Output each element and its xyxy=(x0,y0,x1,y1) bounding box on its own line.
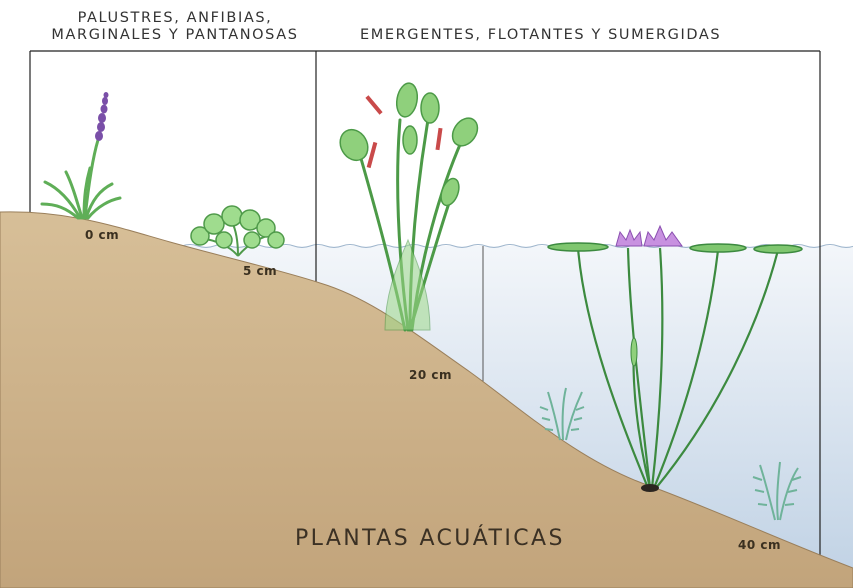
depth-label-0: 0 cm xyxy=(85,228,119,242)
lavender-grass-plant xyxy=(42,92,120,218)
depth-label-40: 40 cm xyxy=(738,538,781,552)
depth-label-20: 20 cm xyxy=(409,368,452,382)
zone-header-marginal-line2: MARGINALES Y PANTANOSAS xyxy=(30,27,320,44)
depth-label-5: 5 cm xyxy=(243,264,277,278)
zone-header-aquatic: EMERGENTES, FLOTANTES Y SUMERGIDAS xyxy=(360,27,721,44)
zone-header-marginal-line1: PALUSTRES, ANFIBIAS, xyxy=(30,10,320,27)
diagram-title: PLANTAS ACUÁTICAS xyxy=(295,526,565,551)
zone-header-marginal: PALUSTRES, ANFIBIAS, MARGINALES Y PANTAN… xyxy=(30,10,320,44)
